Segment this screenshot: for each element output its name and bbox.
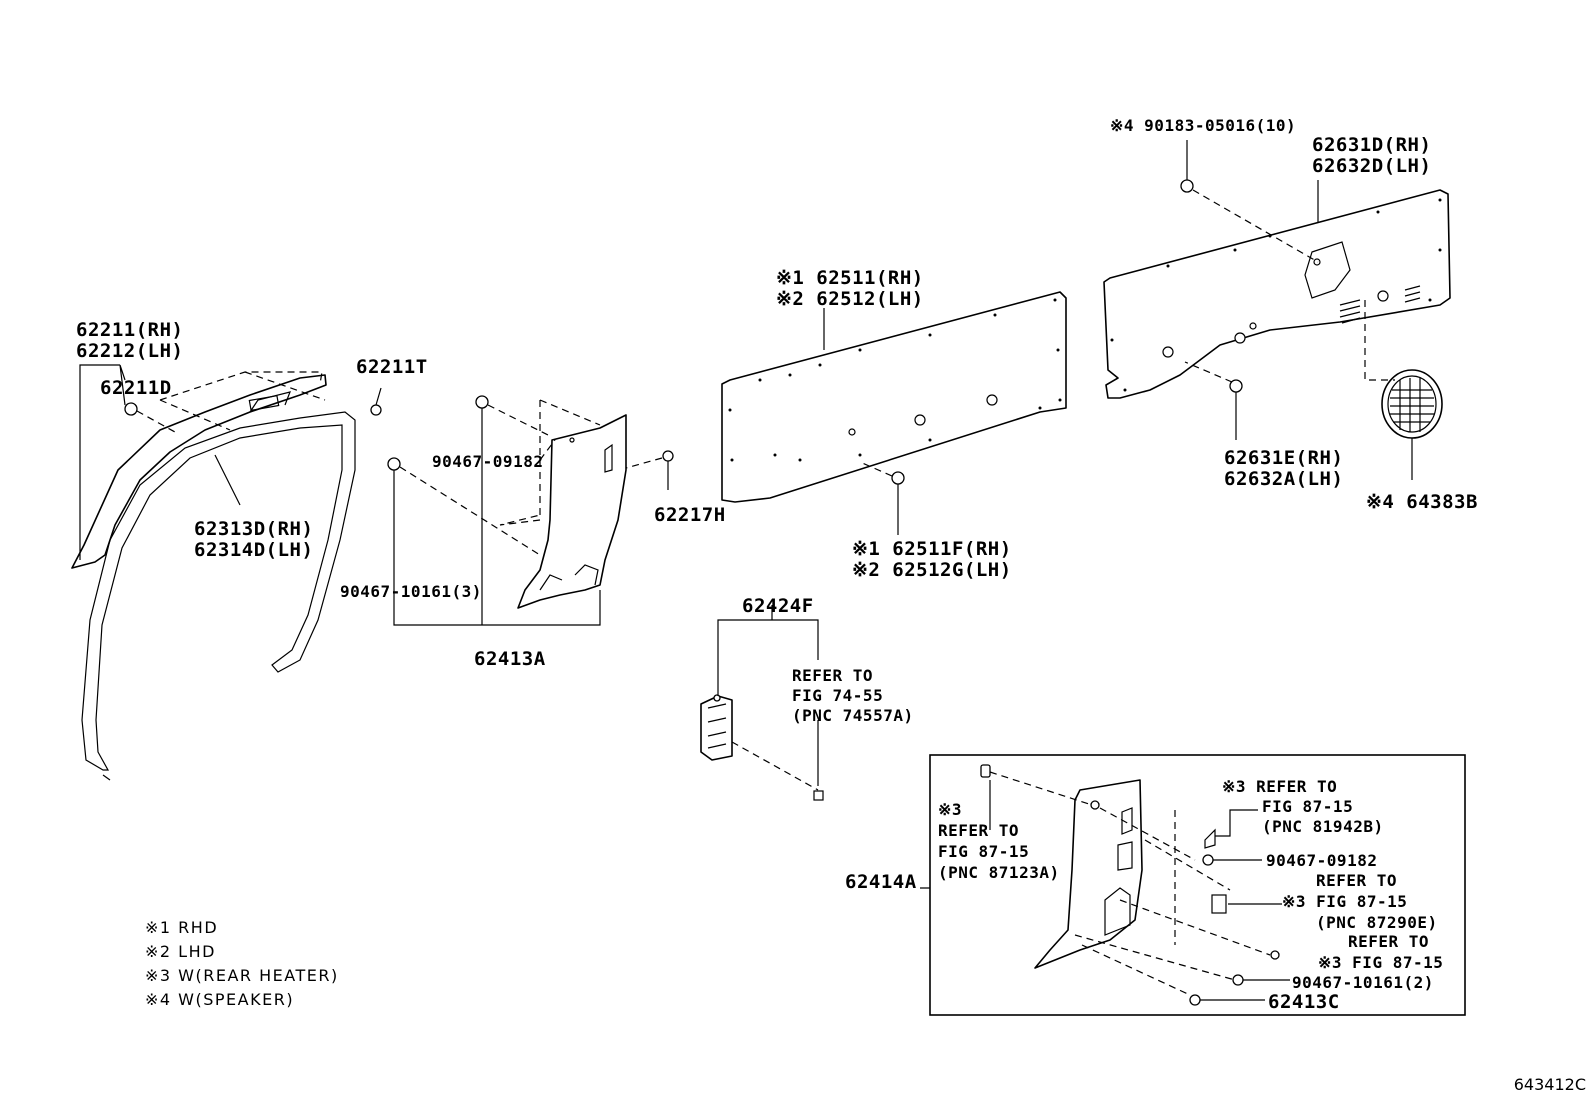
quarter-trim-62413A [517, 414, 627, 609]
label-62632A-lh: 62632A(LH) [1224, 468, 1343, 490]
label-inset-90467-09182: 90467-09182 [1266, 851, 1377, 870]
legend-item-4: ※4 W(SPEAKER) [145, 990, 294, 1009]
refer-87123A-line3: FIG 87-15 [938, 842, 1029, 861]
panel-62631D [1103, 189, 1451, 399]
refer-74-55-line3: (PNC 74557A) [792, 706, 914, 725]
label-62313D-rh: 62313D(RH) [194, 518, 313, 540]
weatherstrip-62313D [81, 411, 356, 781]
label-62512-lh: ※2 62512(LH) [776, 288, 924, 310]
label-62512G-lh: ※2 62512G(LH) [852, 559, 1012, 581]
label-62211D: 62211D [100, 377, 172, 399]
label-62314D-lh: 62314D(LH) [194, 539, 313, 561]
label-62413A: 62413A [474, 648, 546, 670]
refer-74-55-line1: REFER TO [792, 666, 873, 685]
inset-box [929, 754, 1466, 1016]
leader-62313D [214, 454, 241, 506]
label-62212-lh: 62212(LH) [76, 340, 183, 362]
phantom-box-62413A [499, 399, 601, 526]
pillar-garnish-62211 [71, 374, 327, 569]
refer-74-55-line2: FIG 74-55 [792, 686, 883, 705]
clip-62211T [370, 387, 382, 416]
label-62632D-lh: 62632D(LH) [1312, 155, 1431, 177]
clip-62511F [859, 461, 905, 535]
inset-clip-top [980, 764, 991, 778]
label-62511F-rh: ※1 62511F(RH) [852, 538, 1012, 560]
refer-81942B-line3: (PNC 81942B) [1262, 817, 1384, 836]
label-90467-09182: 90467-09182 [432, 452, 543, 471]
legend-item-3: ※3 W(REAR HEATER) [145, 966, 339, 985]
inset-leaders [920, 780, 1290, 1001]
refer-87123A-line2: REFER TO [938, 821, 1019, 840]
refer-87123A-line1: ※3 [938, 800, 962, 819]
label-64383B: ※4 64383B [1366, 491, 1478, 513]
label-62211T: 62211T [356, 356, 428, 378]
legend-item-1: ※1 RHD [145, 918, 218, 937]
clip-62631E [1184, 361, 1243, 440]
figure-id: 643412C [1514, 1075, 1586, 1094]
refer-81942B-line1: ※3 REFER TO [1222, 777, 1337, 796]
panel-62511 [721, 291, 1067, 503]
label-62414A: 62414A [845, 871, 917, 893]
speaker-grille-64383B [1364, 300, 1443, 480]
refer-87290E-line3: (PNC 87290E) [1316, 913, 1438, 932]
inset-dashes [989, 771, 1271, 996]
refer-87-15-line2: ※3 FIG 87-15 [1318, 953, 1443, 972]
clip-90183-05016 [1180, 140, 1319, 263]
label-62217H: 62217H [654, 504, 726, 526]
clip-90467-10161 [387, 457, 541, 556]
refer-87290E-line1: REFER TO [1316, 871, 1397, 890]
leader-62211 [79, 364, 126, 560]
clip-62211D [124, 402, 176, 433]
label-62631D-rh: 62631D(RH) [1312, 134, 1431, 156]
legend-item-2: ※2 LHD [145, 942, 216, 961]
refer-87-15-line1: REFER TO [1348, 932, 1429, 951]
leader-62211-box [159, 371, 326, 431]
label-62211-rh: 62211(RH) [76, 319, 183, 341]
clip-90467-09182 [475, 395, 549, 436]
bracket-62424F [700, 605, 824, 801]
leader-62413A [393, 408, 601, 626]
label-62413C: 62413C [1268, 991, 1340, 1013]
label-90183-05016: ※4 90183-05016(10) [1110, 116, 1296, 135]
clip-62217H [625, 450, 674, 490]
inset-trim-62414A [1034, 779, 1143, 969]
refer-87123A-line4: (PNC 87123A) [938, 863, 1060, 882]
refer-81942B-line2: FIG 87-15 [1262, 797, 1353, 816]
label-62631E-rh: 62631E(RH) [1224, 447, 1343, 469]
label-90467-10161-3: 90467-10161(3) [340, 582, 482, 601]
refer-87290E-line2: ※3 FIG 87-15 [1282, 892, 1407, 911]
label-62424F: 62424F [742, 595, 814, 617]
label-inset-90467-10161-2: 90467-10161(2) [1292, 973, 1434, 992]
label-62511-rh: ※1 62511(RH) [776, 267, 924, 289]
